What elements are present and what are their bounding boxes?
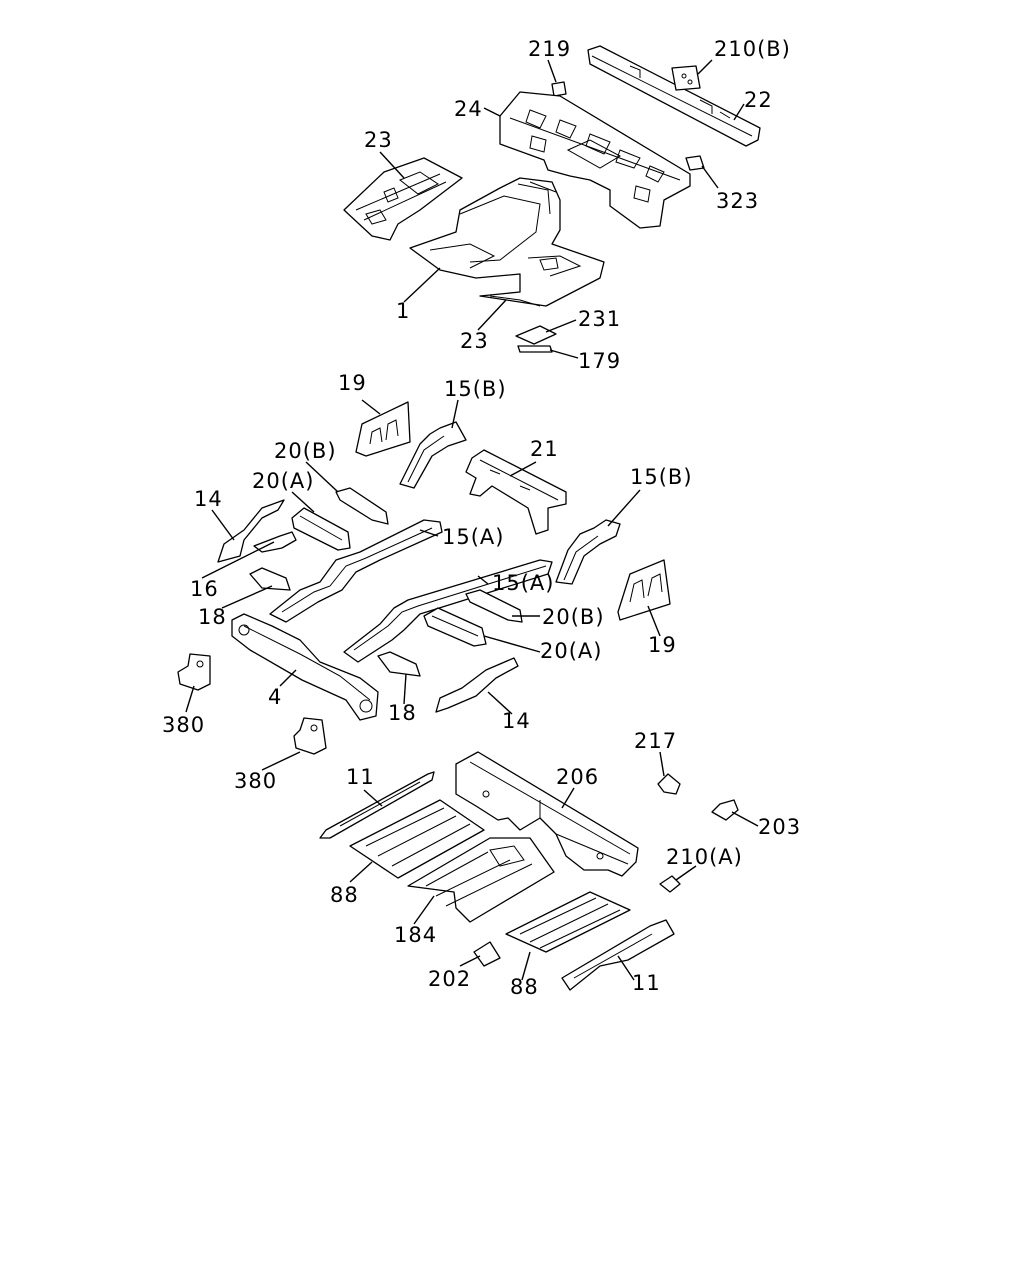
callout-179: 179 (578, 349, 621, 373)
part-18-left-bracket (249, 567, 291, 591)
part-15b-right-bracket (555, 519, 621, 585)
part-219-plate (551, 81, 567, 97)
part-179-plate (517, 345, 553, 353)
callout-23-top: 23 (364, 128, 393, 152)
part-15a-right-rail (343, 559, 553, 663)
callout-11-left: 11 (346, 765, 375, 789)
callout-202: 202 (428, 967, 471, 991)
callout-15a-right: 15(A) (492, 571, 554, 595)
part-4-crossmember (231, 613, 379, 721)
part-23-left-floor (343, 157, 463, 241)
callout-20b-left: 20(B) (274, 439, 337, 463)
callout-16: 16 (190, 577, 219, 601)
callout-22: 22 (744, 88, 773, 112)
part-15a-left-rail (269, 519, 443, 623)
callout-15a-left: 15(A) (442, 525, 504, 549)
part-19-left-panel (355, 401, 411, 457)
callout-20b-right: 20(B) (542, 605, 605, 629)
callout-18-right: 18 (388, 701, 417, 725)
part-206-dash-crossmember (455, 751, 639, 877)
callout-21: 21 (530, 437, 559, 461)
callout-24: 24 (454, 97, 483, 121)
part-11-right-rail (561, 919, 675, 991)
part-1-front-floor-tunnel (409, 177, 605, 307)
callout-11-right: 11 (632, 971, 661, 995)
callout-206: 206 (556, 765, 599, 789)
part-184-floor-panel (407, 837, 555, 923)
part-210a-clip (659, 875, 681, 893)
part-14-left-bracket (217, 499, 285, 563)
part-19-right-panel (617, 559, 671, 621)
callout-210b: 210(B) (714, 37, 791, 61)
part-20b-left-bracket (335, 487, 389, 525)
callout-88-right: 88 (510, 975, 539, 999)
callout-23-bottom: 23 (460, 329, 489, 353)
leader-lines (185, 59, 759, 981)
part-15b-left-bracket (399, 421, 467, 489)
part-21-crossmember (465, 449, 567, 535)
callout-15b-right: 15(B) (630, 465, 693, 489)
part-231-bracket (515, 325, 557, 345)
part-380-left-bracket (177, 653, 211, 691)
part-20a-right-bracket (423, 607, 487, 647)
callout-203: 203 (758, 815, 801, 839)
callout-14-left: 14 (194, 487, 223, 511)
part-88-left-floor (349, 799, 485, 879)
part-88-right-floor (505, 891, 631, 953)
callout-219: 219 (528, 37, 571, 61)
callout-184: 184 (394, 923, 437, 947)
callout-210a: 210(A) (666, 845, 743, 869)
callout-18-left: 18 (198, 605, 227, 629)
callout-231: 231 (578, 307, 621, 331)
callout-380-left: 380 (162, 713, 205, 737)
part-380-bracket (293, 717, 327, 755)
part-20b-right-bracket (465, 589, 523, 623)
callout-labels: 219 210(B) 24 22 23 323 1 23 231 179 19 … (162, 37, 801, 999)
callout-20a-right: 20(A) (540, 639, 602, 663)
part-14-right-bracket (435, 657, 519, 713)
callout-15b-left: 15(B) (444, 377, 507, 401)
part-22-crossmember (587, 45, 761, 147)
part-203-bracket (711, 799, 739, 821)
callout-4: 4 (268, 685, 282, 709)
part-210b-bracket (671, 65, 701, 91)
callout-88-left: 88 (330, 883, 359, 907)
callout-14-right: 14 (502, 709, 531, 733)
callout-1: 1 (396, 299, 410, 323)
part-20a-left-bracket (291, 507, 351, 551)
callout-19-left: 19 (338, 371, 367, 395)
part-323-clip (685, 155, 705, 171)
part-202-bracket (473, 941, 501, 967)
part-18-right-bracket (377, 651, 421, 677)
part-217-bracket (657, 773, 681, 795)
callout-20a-left: 20(A) (252, 469, 314, 493)
part-24-rear-floor-panel (499, 91, 691, 229)
callout-217: 217 (634, 729, 677, 753)
callout-19-right: 19 (648, 633, 677, 657)
callout-323: 323 (716, 189, 759, 213)
callout-380: 380 (234, 769, 277, 793)
